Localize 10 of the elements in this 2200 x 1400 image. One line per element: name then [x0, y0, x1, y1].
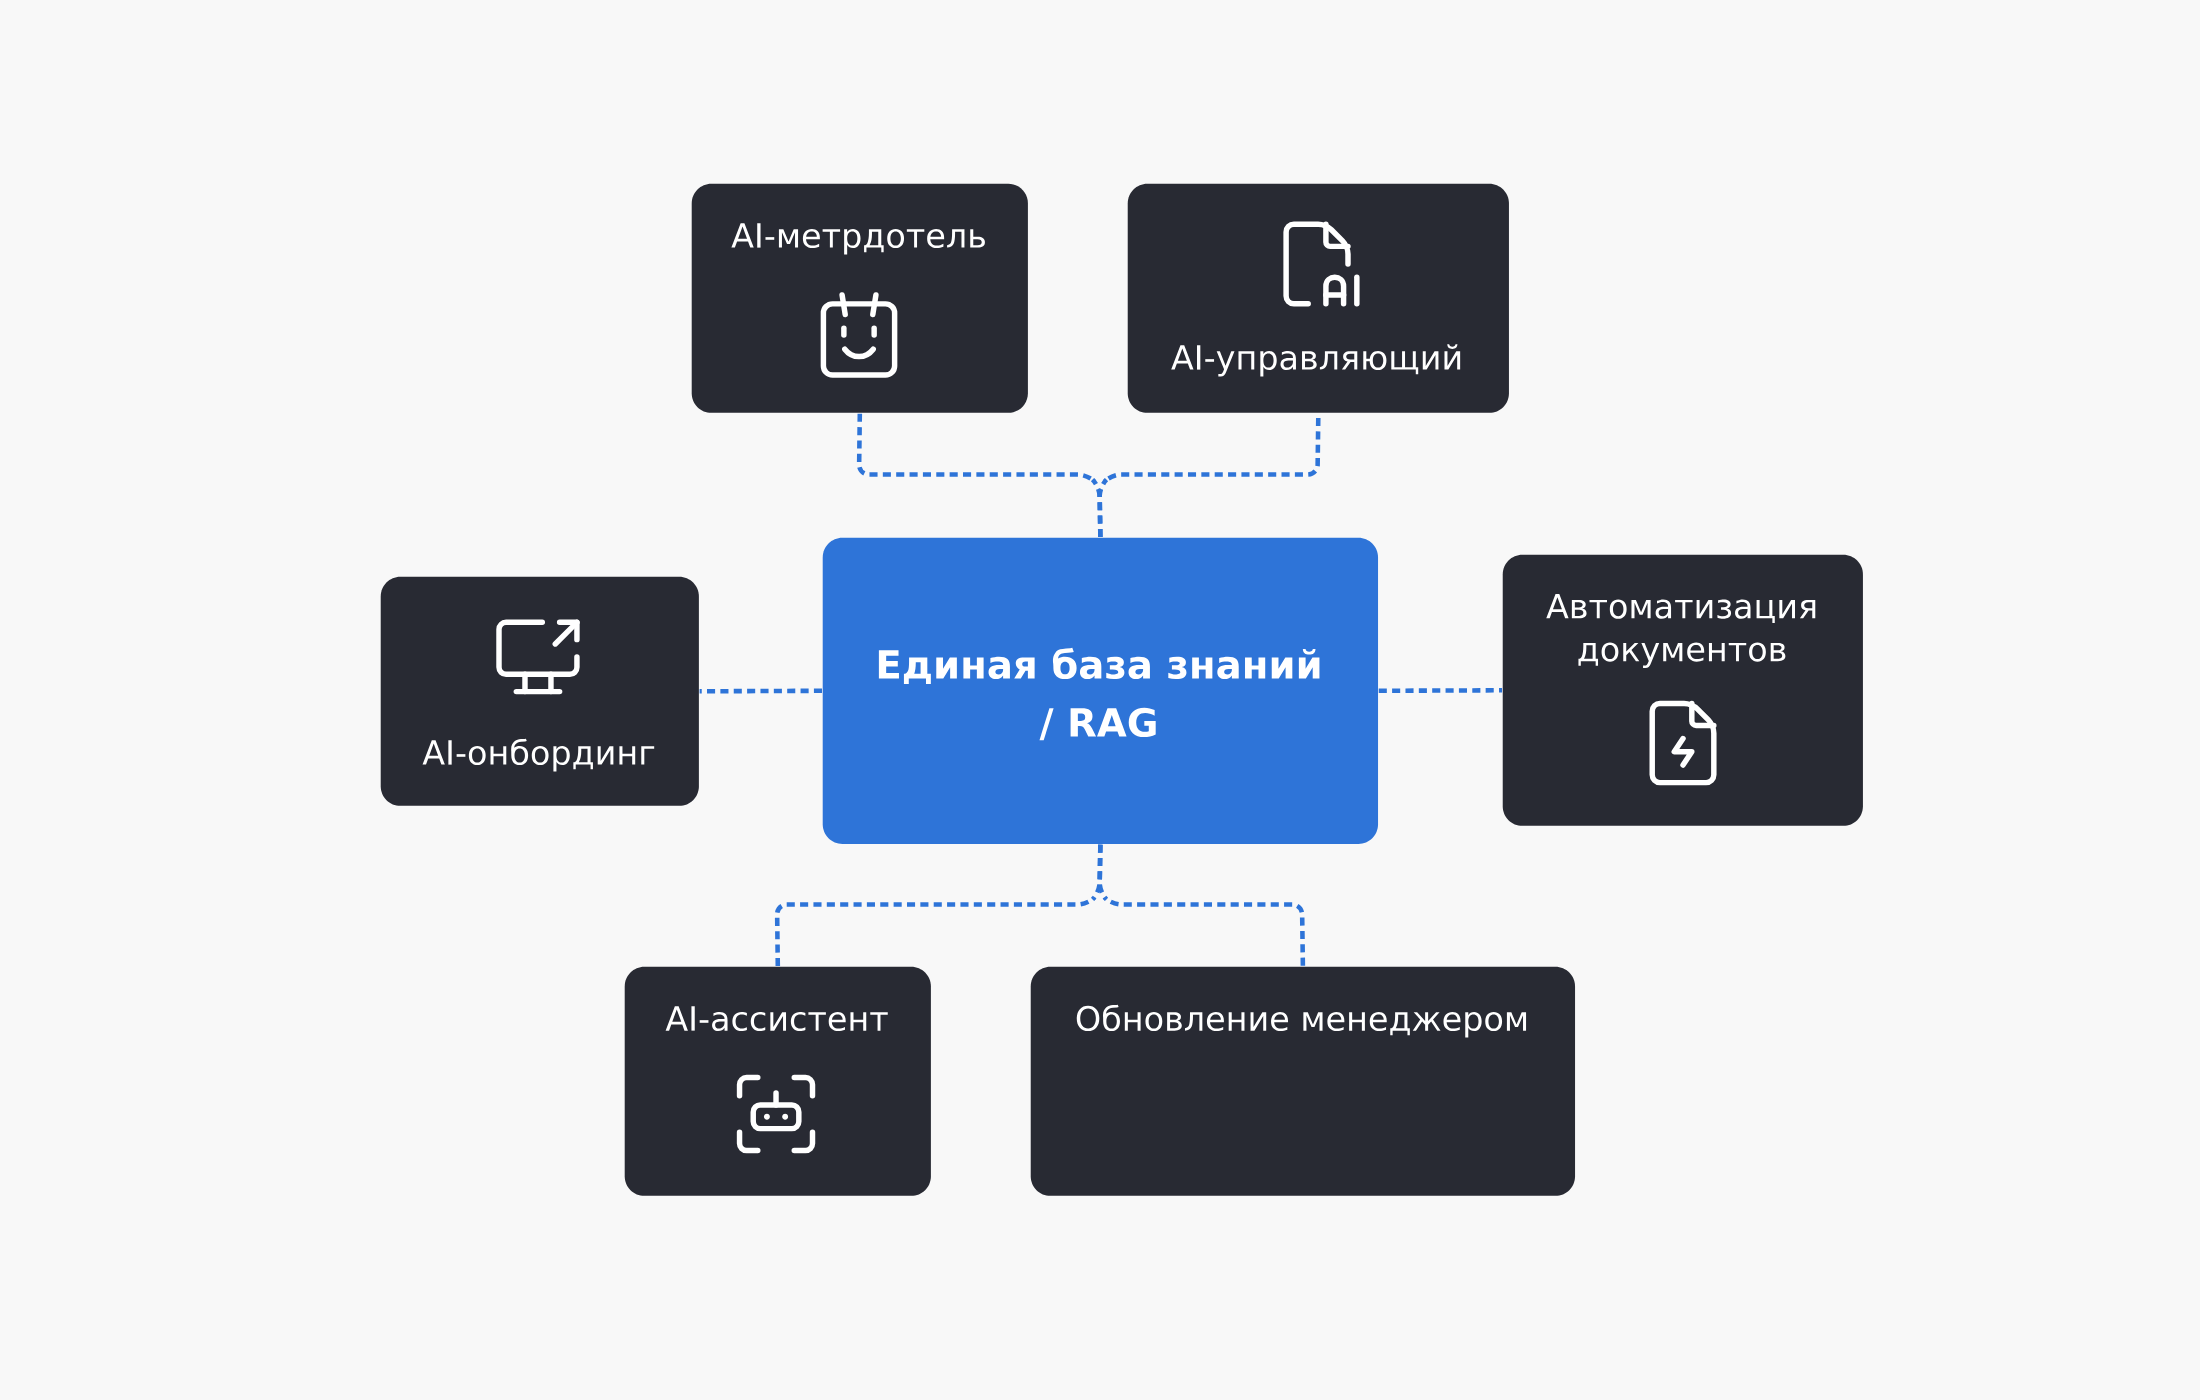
connector — [699, 688, 822, 694]
node-box: AI-управляющий — [1127, 183, 1509, 413]
node-box: AI-метрдотель — [691, 183, 1028, 413]
node-box: AI-ассистент — [624, 966, 931, 1196]
node-box: Обновление менеджером — [1030, 966, 1576, 1196]
node-box: AI-онбординг — [380, 576, 699, 806]
connector — [1097, 844, 1306, 967]
connector — [1378, 688, 1503, 694]
node-box: Автоматизация документов — [1502, 554, 1863, 826]
central-box: Единая база знаний / RAG — [822, 537, 1379, 844]
